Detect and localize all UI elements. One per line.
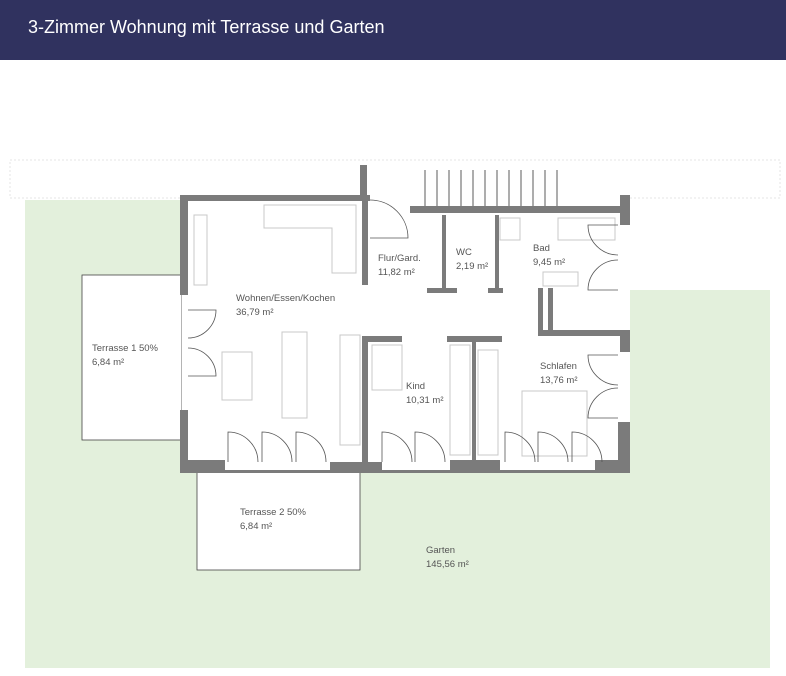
room-name: Schlafen [540,361,577,372]
upper-floor-outline [9,159,781,199]
room-area: 13,76 m² [540,375,578,386]
room-area: 145,56 m² [426,559,469,570]
walls [180,165,630,473]
room-area: 6,84 m² [240,521,273,532]
room-schlafen: Schlafen 13,76 m² [540,360,578,388]
room-name: Bad [533,243,550,254]
room-wohnen: Wohnen/Essen/Kochen 36,79 m² [236,292,335,320]
room-area: 9,45 m² [533,257,566,268]
doors [187,199,619,463]
room-area: 2,19 m² [456,261,489,272]
room-name: Terrasse 1 50% [92,343,159,354]
stairs [424,170,558,206]
room-name: Terrasse 2 50% [240,507,307,518]
room-name: WC [456,247,472,258]
room-area: 6,84 m² [92,357,125,368]
room-wc: WC 2,19 m² [456,246,488,274]
room-name: Wohnen/Essen/Kochen [236,293,336,304]
room-name: Garten [426,545,456,556]
room-name: Kind [406,381,426,392]
terrace-2 [196,469,361,571]
terrace-1-label: Terrasse 1 50% 6,84 m² [92,342,158,370]
room-area: 36,79 m² [236,307,274,318]
terrace-1 [81,274,183,441]
header-bar: 3-Zimmer Wohnung mit Terrasse und Garten [0,0,786,60]
room-area: 10,31 m² [406,395,444,406]
room-kind: Kind 10,31 m² [406,380,444,408]
room-area: 11,82 m² [378,267,415,278]
page-title: 3-Zimmer Wohnung mit Terrasse und Garten [28,17,385,37]
room-bad: Bad 9,45 m² [533,242,565,270]
garden-label: Garten 145,56 m² [426,544,469,572]
room-name: Flur/Gard. [378,253,421,264]
furniture [193,204,616,457]
room-flur: Flur/Gard. 11,82 m² [378,252,421,280]
terrace-2-label: Terrasse 2 50% 6,84 m² [240,506,306,534]
